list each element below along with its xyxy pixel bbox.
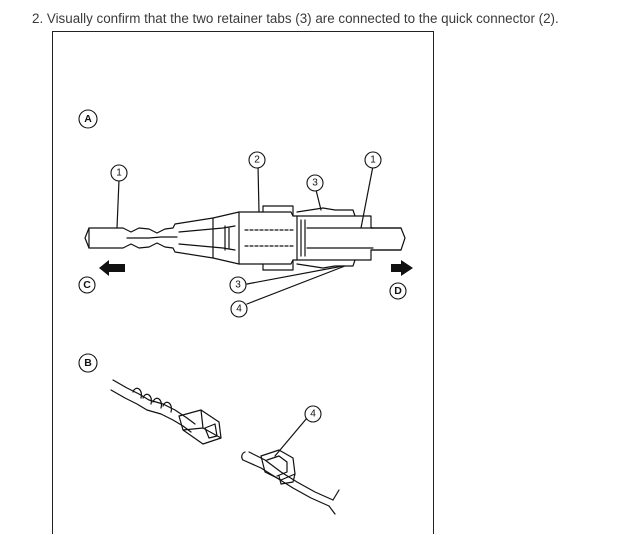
callout-3b — [229, 276, 247, 294]
label-4b: 4 — [310, 409, 316, 420]
callout-A — [78, 109, 98, 129]
label-B: B — [84, 357, 92, 369]
label-D: D — [394, 285, 402, 297]
label-1a: 1 — [116, 168, 122, 179]
callout-4a — [230, 300, 248, 318]
callout-D — [389, 282, 407, 300]
leader-3a — [315, 189, 322, 211]
label-3b: 3 — [235, 280, 241, 291]
arrow-left-icon — [99, 260, 125, 276]
leader-2 — [257, 165, 260, 213]
leader-4b — [274, 417, 308, 457]
callout-1b — [364, 151, 382, 169]
callout-3a — [306, 174, 324, 192]
callout-2 — [248, 151, 266, 169]
leader-3b — [246, 265, 344, 285]
label-3a: 3 — [312, 178, 318, 189]
pipe-outline — [88, 211, 406, 265]
connector-diagram: A 1 2 3 1 C 3 4 D B 4 — [52, 31, 434, 534]
callout-B — [78, 353, 98, 373]
callout-1a — [110, 164, 128, 182]
step-instruction: 2. Visually confirm that the two retaine… — [32, 11, 559, 26]
label-2: 2 — [254, 155, 260, 166]
label-1b: 1 — [370, 155, 376, 166]
label-C: C — [83, 279, 91, 291]
arrow-right-icon — [391, 260, 413, 276]
label-A: A — [84, 113, 92, 125]
label-4a: 4 — [236, 304, 242, 315]
callout-4b — [304, 405, 322, 423]
connector-illustration: A 1 2 3 1 C 3 4 D B 4 — [78, 109, 413, 515]
pipe-left-break — [84, 227, 90, 249]
leader-4a — [246, 265, 346, 305]
hose-b — [112, 379, 196, 425]
leader-1a — [116, 179, 120, 229]
callout-C — [78, 276, 96, 294]
leader-1b — [360, 165, 374, 229]
